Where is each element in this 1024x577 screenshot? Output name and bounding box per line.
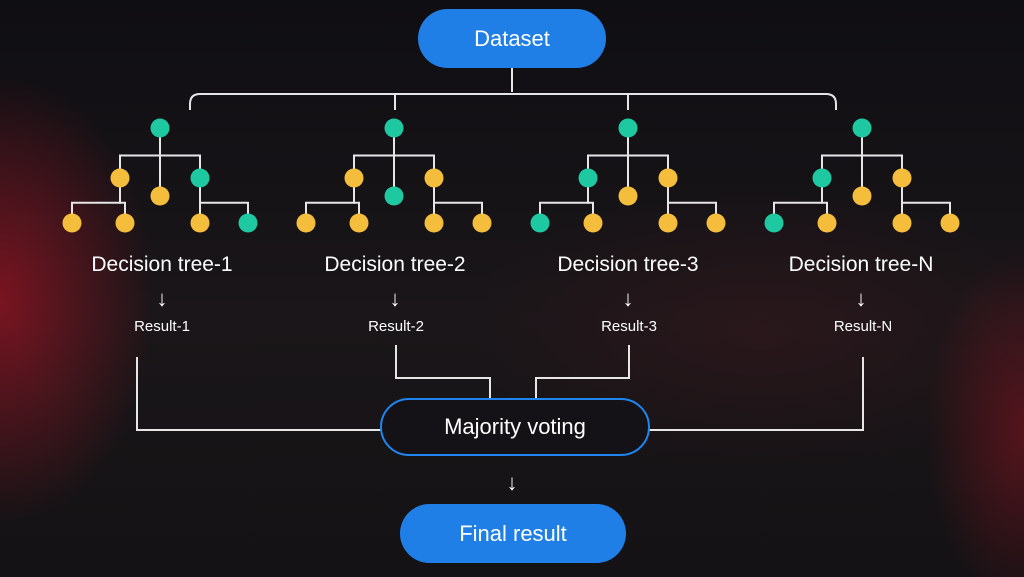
tree-node <box>150 118 170 138</box>
tree-node <box>190 168 210 188</box>
tree-1-arrow: ↓ <box>156 286 168 311</box>
tree-edge <box>119 128 161 178</box>
tree-edge <box>433 178 483 223</box>
tree-bracket <box>189 93 837 110</box>
final-arrow: ↓ <box>506 470 518 495</box>
tree-edge <box>901 178 951 223</box>
result-n-label: Result-N <box>833 318 893 335</box>
tree-node <box>764 213 784 233</box>
tree-node <box>384 186 404 206</box>
final-result-label: Final result <box>459 520 567 546</box>
tree-1-label: Decision tree-1 <box>91 253 233 276</box>
tree-edge <box>199 178 249 223</box>
tree-node <box>349 213 369 233</box>
tree-node <box>110 168 130 188</box>
majority-voting-label: Majority voting <box>444 414 586 439</box>
majority-voting-node: Majority voting <box>380 398 650 456</box>
tree-node <box>190 213 210 233</box>
tree-node <box>940 213 960 233</box>
tree-edge <box>353 178 360 223</box>
tree-node <box>618 186 638 206</box>
tree-edge <box>821 178 828 223</box>
tree-node <box>344 168 364 188</box>
result-n-connector <box>648 357 864 431</box>
tree-3-label: Decision tree-3 <box>557 253 699 276</box>
result-2-connector <box>395 345 491 400</box>
tree-edge <box>159 128 201 178</box>
tree-node <box>62 213 82 233</box>
tree-2-label: Decision tree-2 <box>324 253 466 276</box>
tree-node <box>530 213 550 233</box>
decision-tree-2-icon <box>296 118 492 233</box>
tree-edge <box>587 128 629 178</box>
tree-edge <box>539 178 589 223</box>
tree-node <box>658 168 678 188</box>
tree-node <box>578 168 598 188</box>
tree-node <box>583 213 603 233</box>
tree-edge <box>393 128 435 178</box>
tree-node <box>424 213 444 233</box>
tree-edge <box>627 128 669 178</box>
tree-node <box>472 213 492 233</box>
result-3-label: Result-3 <box>601 318 657 335</box>
tree-node <box>296 213 316 233</box>
tree-node <box>424 168 444 188</box>
dataset-node: Dataset <box>418 9 606 68</box>
tree-node <box>238 213 258 233</box>
tree-edge <box>587 178 594 223</box>
decision-tree-1-icon <box>62 118 258 233</box>
result-1-label: Result-1 <box>134 318 190 335</box>
result-3-connector <box>535 345 630 400</box>
result-1-connector <box>136 357 382 431</box>
tree-edge <box>667 178 717 223</box>
tree-node <box>706 213 726 233</box>
tree-edge <box>353 128 395 178</box>
decision-tree-4-icon <box>764 118 960 233</box>
tree-n-label: Decision tree-N <box>788 253 934 276</box>
tree-node <box>852 118 872 138</box>
dataset-label: Dataset <box>474 25 550 51</box>
tree-node <box>812 168 832 188</box>
tree-node <box>115 213 135 233</box>
tree-node <box>618 118 638 138</box>
decision-tree-3-icon <box>530 118 726 233</box>
tree-edge <box>71 178 121 223</box>
tree-edge <box>305 178 355 223</box>
tree-edge <box>119 178 126 223</box>
result-2-label: Result-2 <box>368 318 424 335</box>
tree-n-arrow: ↓ <box>855 286 867 311</box>
tree-3-arrow: ↓ <box>622 286 634 311</box>
tree-node <box>892 213 912 233</box>
tree-2-arrow: ↓ <box>389 286 401 311</box>
tree-node <box>150 186 170 206</box>
tree-node <box>852 186 872 206</box>
tree-edge <box>773 178 823 223</box>
tree-node <box>658 213 678 233</box>
final-result-node: Final result <box>400 504 626 563</box>
tree-node <box>817 213 837 233</box>
tree-edge <box>861 128 903 178</box>
tree-node <box>384 118 404 138</box>
tree-node <box>892 168 912 188</box>
tree-edge <box>821 128 863 178</box>
